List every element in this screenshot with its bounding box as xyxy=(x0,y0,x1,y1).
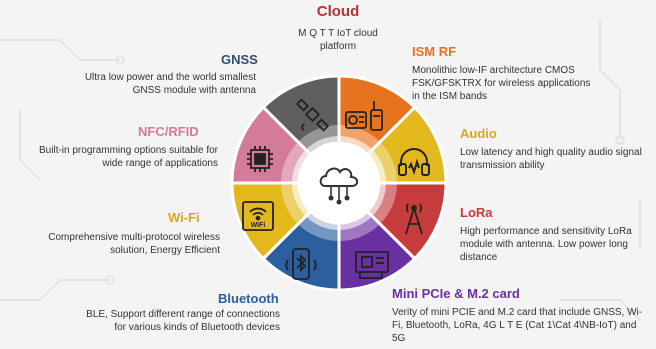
lora-description: High performance and sensitivity LoRa mo… xyxy=(460,226,632,263)
chip-icon xyxy=(247,146,273,172)
mini-pcie-title: Mini PCIe & M.2 card xyxy=(392,286,520,301)
bluetooth-title: Bluetooth xyxy=(218,291,279,306)
headphones-icon xyxy=(398,148,430,176)
lora-title: LoRa xyxy=(460,205,493,220)
cloud-description: M Q T T IoT cloud platform xyxy=(298,28,378,52)
satellite-icon xyxy=(296,98,330,132)
nfc-description: Built-in programming options suitable fo… xyxy=(39,145,218,169)
mini-pcie-description: Verity of mini PCIE and M.2 card that in… xyxy=(392,307,643,344)
wifi-description: Comprehensive multi-protocol wireless so… xyxy=(48,232,220,256)
audio-description: Low latency and high quality audio signa… xyxy=(460,147,642,171)
svg-text:WiFi: WiFi xyxy=(251,222,266,229)
ism-title: ISM RF xyxy=(412,44,457,59)
cloud-network-icon xyxy=(319,167,359,205)
wifi-title: Wi-Fi xyxy=(168,210,200,225)
cloud-title: Cloud xyxy=(316,3,360,20)
ism-description: Monolithic low-IF architecture CMOS FSK/… xyxy=(412,65,591,102)
bluetooth-phone-icon xyxy=(285,248,317,280)
gnss-title: GNSS xyxy=(221,52,258,67)
gnss-description: Ultra low power and the world smallest G… xyxy=(84,72,256,96)
audio-title: Audio xyxy=(460,126,497,141)
nfc-title: NFC/RFID xyxy=(138,124,199,139)
radio-walkie-talkie-icon xyxy=(345,101,383,131)
bluetooth-description: BLE, Support different range of connecti… xyxy=(86,309,280,333)
center-hub xyxy=(299,143,379,223)
wifi-module-icon: WiFi xyxy=(242,201,274,231)
pcie-card-icon xyxy=(355,251,389,279)
antenna-tower-icon xyxy=(405,203,423,235)
